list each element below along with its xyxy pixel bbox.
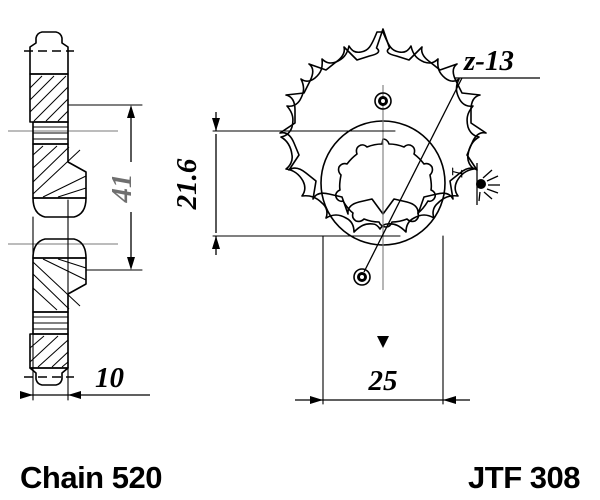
sprocket-teeth-outline: [280, 31, 480, 233]
bolt-hole-upper-center: [381, 99, 385, 103]
dimension-10-text: 10: [95, 362, 124, 394]
tooth-profile-top: [29, 31, 69, 75]
dimension-21-6: 21.6: [171, 112, 220, 255]
cross-section-side-view: 41 10: [8, 31, 150, 401]
symbol-glyph: ⌶: [451, 167, 466, 178]
hatch-hub-mirror: [32, 258, 87, 311]
sprocket-teeth-ring: [280, 31, 480, 233]
center-marker-arrow: [377, 336, 389, 348]
hatch-upper: [29, 75, 69, 122]
symbol-center-dot: [476, 179, 486, 189]
arrow-21-6-top: [212, 118, 220, 131]
dimension-21-6-text: 21.6: [171, 158, 203, 210]
section-hub-flange-upper: [32, 238, 87, 259]
leader-line-z13: [363, 77, 463, 273]
spline-profile: [334, 138, 437, 228]
dimension-25: 25: [295, 235, 470, 405]
dimension-41-text: 41: [106, 174, 138, 204]
chain-label: Chain 520: [20, 460, 162, 495]
arrow-41-bottom: [127, 257, 135, 270]
hatch-lower: [29, 335, 69, 368]
bolt-hole-lower-center: [360, 275, 364, 279]
tooth-profile-bottom: [29, 367, 69, 386]
section-body-lower: [29, 333, 69, 369]
label-tooth-count: z-13: [463, 45, 514, 77]
arrow-10-right: [68, 391, 81, 399]
dimension-10: 10: [20, 199, 150, 401]
dimension-41: 41: [67, 104, 143, 271]
arrow-25-left: [310, 396, 323, 404]
bolt-hole-upper: [374, 92, 392, 110]
symbol-rays: [478, 169, 500, 202]
hatch-hub: [32, 145, 87, 198]
arrow-25-right: [443, 396, 456, 404]
dimension-25-text: 25: [368, 365, 398, 397]
sprocket-front-view: z-13 ⌶: [171, 28, 540, 405]
spline-hatch-symbol: ⌶: [451, 163, 500, 205]
arrow-10-left: [20, 391, 33, 399]
section-hub-flange-lower: [32, 197, 87, 218]
splined-bore: [334, 138, 437, 228]
part-number-label: JTF 308: [468, 460, 580, 495]
arrow-41-top: [127, 105, 135, 118]
bolt-hole-lower: [353, 268, 371, 286]
